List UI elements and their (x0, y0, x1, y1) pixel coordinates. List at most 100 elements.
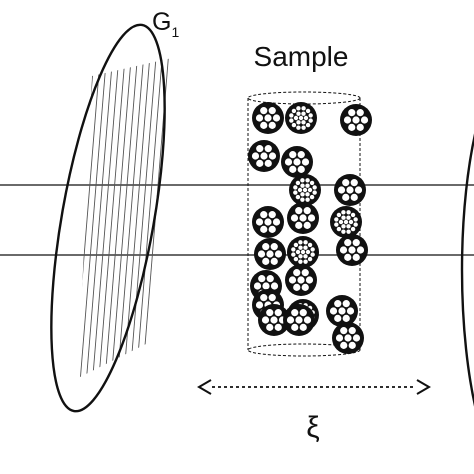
particle-pore (346, 210, 351, 215)
particle-pore (260, 294, 268, 302)
particle-pore (303, 207, 311, 215)
particle-pore (289, 118, 294, 123)
particle-pore (338, 219, 344, 225)
particle-pore (296, 120, 301, 125)
particle-pore (258, 275, 266, 283)
particle-pore (296, 106, 301, 111)
particle-pore (300, 192, 305, 197)
particle-pore (268, 225, 276, 233)
particle-pore (293, 242, 299, 248)
grating-ruling (78, 58, 91, 378)
particle-pore (295, 207, 303, 215)
particle-pore (342, 193, 350, 201)
particle-pore (352, 239, 360, 247)
particle-pore (339, 246, 348, 254)
particle-pore (301, 125, 306, 130)
particle-pore (309, 180, 315, 186)
particle-pore (296, 125, 301, 130)
particle-pore (266, 275, 274, 283)
grating-ruling (84, 58, 116, 378)
particle-pore (255, 218, 264, 226)
particle-pore (360, 116, 369, 124)
particle-pore (293, 283, 301, 291)
particle-pore (350, 179, 358, 187)
particle-pore (352, 334, 361, 342)
distance-label: ξ (306, 411, 319, 444)
particle-pore (335, 334, 344, 342)
particle-pore (293, 115, 299, 121)
sample-label: Sample (254, 41, 349, 72)
particle-pore (301, 106, 306, 111)
grating-ruling (146, 58, 172, 378)
grating-outline (50, 23, 166, 413)
particle-pore (272, 218, 281, 226)
porous-particle (281, 146, 313, 178)
particle-pore (268, 121, 276, 129)
particle-pore (266, 309, 274, 317)
particle-pore (301, 283, 309, 291)
particle-pore (298, 259, 303, 264)
particle-pore (264, 159, 272, 167)
particle-pore (264, 145, 272, 153)
particle-pore (338, 307, 346, 315)
particle-pore (305, 178, 310, 183)
particle-pore (352, 253, 360, 261)
particle-pore (295, 180, 301, 186)
particle-pore (305, 249, 311, 255)
particle-pore (344, 253, 352, 261)
particle-pore (334, 217, 339, 222)
particle-pore (298, 115, 304, 121)
particle-pore (266, 250, 274, 258)
particle-pore (253, 282, 262, 290)
particle-pore (260, 107, 268, 115)
particle-pore (299, 309, 307, 317)
distance-arrow (197, 379, 431, 395)
particle-pore (307, 187, 313, 193)
grating-label: G1 (152, 8, 179, 40)
particle-pore (341, 224, 346, 229)
grating-ruling (121, 58, 153, 378)
particle-pore (300, 178, 305, 183)
particle-pore (289, 165, 297, 173)
porous-particle (340, 104, 372, 136)
particle-pore (300, 197, 305, 202)
particle-pore (288, 276, 297, 284)
grating-ruling (102, 58, 134, 378)
grating-ruling (115, 58, 147, 378)
particle-pore (268, 152, 277, 160)
particle-pore (255, 301, 264, 309)
particle-pore (312, 185, 317, 190)
particle-pore (346, 186, 354, 194)
particle-pore (305, 192, 310, 197)
particle-pore (354, 186, 363, 194)
porous-particle (254, 238, 286, 270)
particle-pore (353, 217, 358, 222)
particle-pore (301, 120, 306, 125)
container-rim (247, 91, 361, 105)
particle-pore (299, 323, 307, 331)
particle-pore (260, 152, 268, 160)
particle-pore (350, 226, 356, 232)
particle-pore (340, 341, 348, 349)
particle-pore (268, 211, 276, 219)
particle-pore (291, 323, 299, 331)
porous-particle (289, 174, 321, 206)
particle-pore (346, 224, 351, 229)
particle-pore (305, 276, 314, 284)
particle-pore (296, 111, 301, 116)
particle-pore (270, 243, 278, 251)
particle-pore (356, 123, 364, 131)
right-optic-outline (460, 133, 474, 407)
particle-pore (291, 247, 296, 252)
particle-pore (305, 197, 310, 202)
particle-pore (262, 282, 270, 290)
particle-pore (300, 183, 305, 188)
particle-pore (307, 242, 313, 248)
particle-pore (303, 316, 312, 324)
arrow-head-right (416, 379, 431, 395)
porous-particle (334, 174, 366, 206)
particle-pore (297, 151, 305, 159)
particle-pore (293, 269, 301, 277)
grating-ruling (90, 58, 122, 378)
